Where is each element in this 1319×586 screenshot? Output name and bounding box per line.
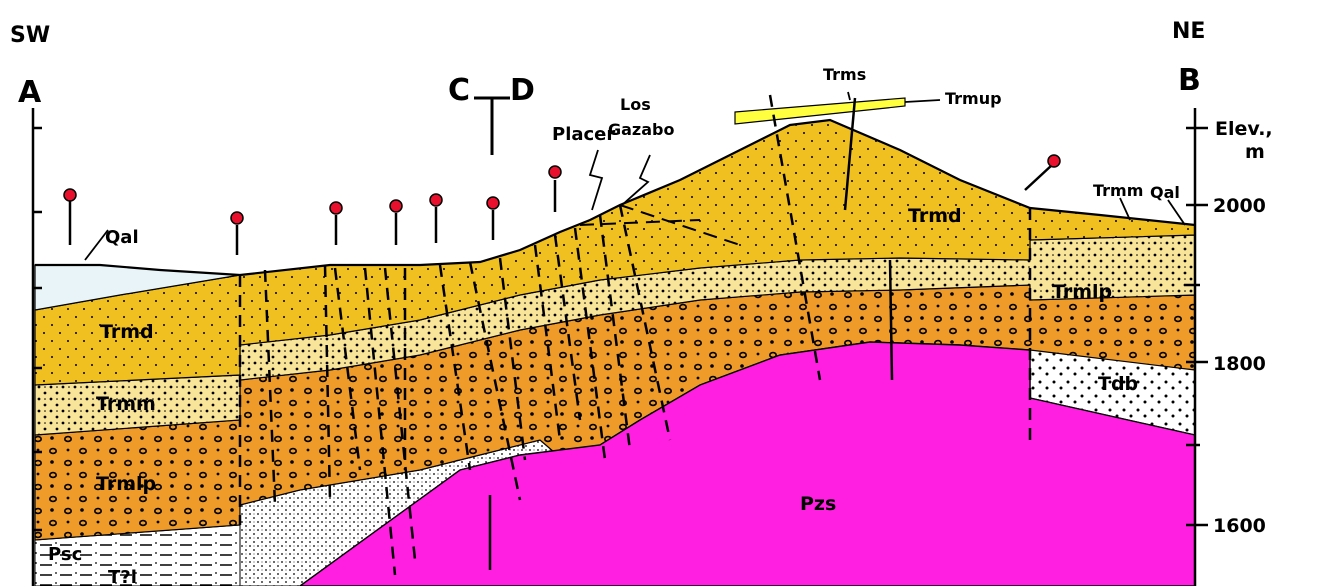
well-marker (487, 197, 499, 240)
unit-label-pzs: Pzs (800, 493, 836, 515)
qal-right-leader (1168, 200, 1185, 225)
trmup-leader (905, 100, 940, 102)
unit-label-psc: Psc (48, 544, 82, 565)
endpoint-b: B (1178, 63, 1201, 98)
unit-label-trmlp-right: Trmlp (1052, 281, 1112, 303)
placer-leader (590, 150, 602, 210)
well-marker (1025, 155, 1060, 190)
unit-label-trmup: Trmup (945, 89, 1002, 108)
unit-label-qal-left: Qal (105, 227, 139, 248)
scale-tick-1600: 1600 (1213, 515, 1266, 537)
scale-tick-1800: 1800 (1213, 353, 1266, 375)
section-marker-c: C (448, 73, 470, 108)
unit-label-trmm-left: Trmm (96, 393, 156, 415)
orientation-left: SW (10, 23, 50, 48)
well-marker (64, 189, 76, 245)
unit-trmup-bed (735, 98, 905, 124)
scale-title-line1: Elev., (1215, 118, 1273, 140)
unit-label-trmm-right: Trmm (1093, 181, 1143, 200)
trms-leader (848, 92, 850, 100)
unit-label-tdb: Tdb (1098, 373, 1138, 395)
well-marker (549, 166, 561, 212)
unit-label-trms: Trms (823, 65, 866, 84)
unit-label-qal-right: Qal (1150, 183, 1180, 202)
place-label-placer: Placer (552, 124, 615, 145)
orientation-right: NE (1172, 19, 1205, 44)
scale-tick-2000: 2000 (1213, 195, 1266, 217)
place-label-las-line2: Gazabo (608, 120, 674, 139)
well-marker (430, 194, 442, 243)
unit-label-tpl: T?l (108, 567, 137, 586)
unit-label-trmlp-left: Trmlp (96, 473, 156, 495)
well-marker (231, 212, 243, 255)
well-marker (390, 200, 402, 245)
endpoint-a: A (18, 75, 42, 110)
unit-label-trmd-right: Trmd (908, 205, 962, 227)
section-marker-d: D (510, 73, 535, 108)
place-label-las-line1: Los (620, 95, 651, 114)
scale-title-line2: m (1245, 141, 1265, 163)
section-marker-cd (474, 98, 510, 155)
unit-label-trmd-left: Trmd (100, 321, 154, 343)
well-marker (330, 202, 342, 245)
